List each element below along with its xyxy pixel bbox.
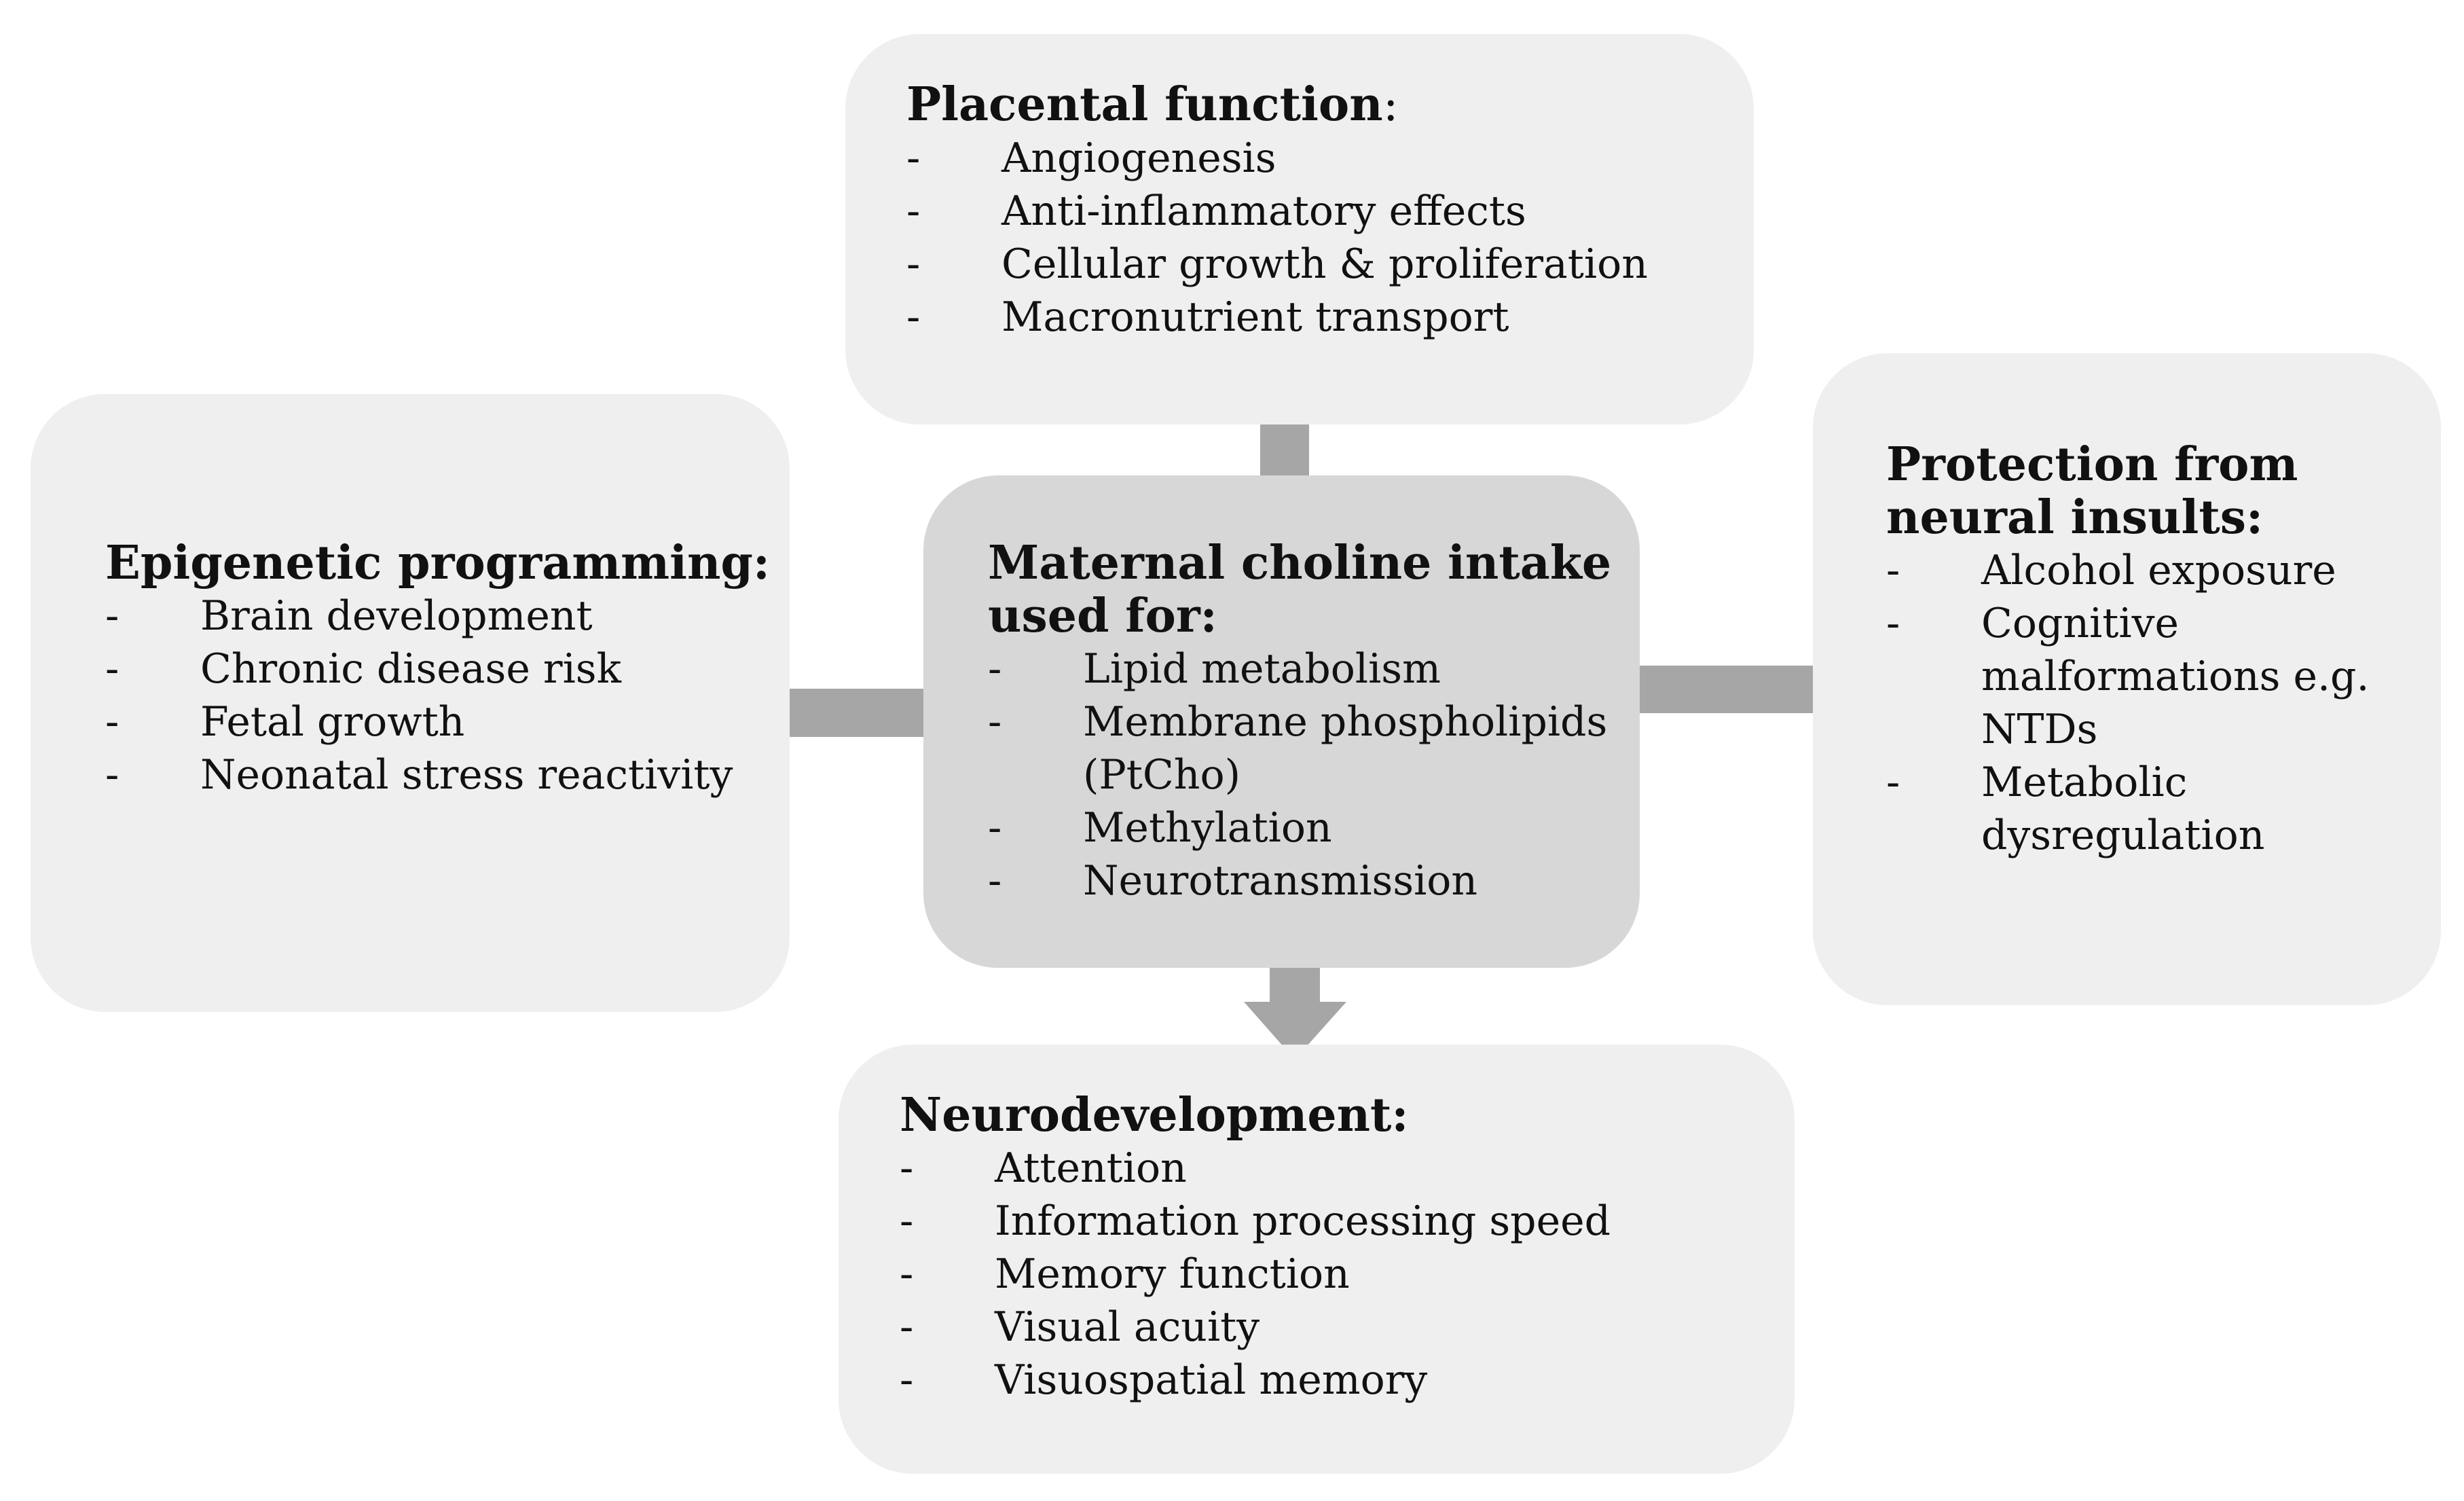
neural-protection-title: Protection from neural insults:: [1886, 437, 2298, 545]
neural-protection-list: Alcohol exposure Cognitive malformations…: [1886, 544, 2441, 862]
arrow-down: [1244, 937, 1346, 1060]
list-item: Chronic disease risk: [105, 643, 790, 695]
list-item: Attention: [900, 1142, 1795, 1195]
list-item: Lipid metabolism: [988, 643, 1640, 695]
placental-title-colon: :: [1382, 78, 1399, 132]
list-item: Brain development: [105, 590, 790, 643]
list-item: Fetal growth: [105, 695, 790, 748]
neurodevelopment-title: Neurodevelopment:: [900, 1088, 1409, 1142]
list-item: Visual acuity: [900, 1301, 1795, 1354]
list-item: Methylation: [988, 801, 1640, 854]
neurodevelopment-list: Attention Information processing speed M…: [900, 1142, 1795, 1407]
placental-function-box: Placental function: Angiogenesis Anti-in…: [845, 34, 1754, 424]
list-item: Cognitive malformations e.g. NTDs: [1886, 597, 2441, 756]
list-item: Alcohol exposure: [1886, 544, 2441, 597]
maternal-choline-box: Maternal choline intake used for: Lipid …: [923, 475, 1640, 968]
arrow-right: [1625, 643, 1870, 740]
list-item: Cellular growth & proliferation: [906, 238, 1754, 291]
placental-function-list: Angiogenesis Anti-inflammatory effects C…: [906, 132, 1754, 344]
list-item: Neonatal stress reactivity: [105, 748, 790, 801]
maternal-choline-list: Lipid metabolism Membrane phospholipids …: [988, 643, 1640, 907]
placental-function-title: Placental function:: [906, 78, 1754, 132]
list-item: Membrane phospholipids (PtCho): [988, 695, 1640, 801]
list-item: Memory function: [900, 1248, 1795, 1301]
list-item: Information processing speed: [900, 1195, 1795, 1248]
list-item: Macronutrient transport: [906, 291, 1754, 344]
list-item: Visuospatial memory: [900, 1354, 1795, 1407]
list-item: Neurotransmission: [988, 854, 1640, 907]
maternal-choline-title: Maternal choline intake used for:: [988, 536, 1612, 643]
list-item: Anti-inflammatory effects: [906, 185, 1754, 238]
epigenetic-programming-title: Epigenetic programming:: [105, 536, 771, 590]
neurodevelopment-box: Neurodevelopment: Attention Information …: [839, 1045, 1795, 1474]
placental-title-text: Placental function: [906, 77, 1383, 132]
list-item: Angiogenesis: [906, 132, 1754, 185]
list-item: Metabolic dysregulation: [1886, 756, 2441, 862]
epigenetic-programming-list: Brain development Chronic disease risk F…: [105, 590, 790, 801]
arrow-left: [710, 660, 925, 766]
epigenetic-programming-box: Epigenetic programming: Brain developmen…: [31, 394, 790, 1012]
neural-protection-box: Protection from neural insults: Alcohol …: [1813, 353, 2441, 1005]
